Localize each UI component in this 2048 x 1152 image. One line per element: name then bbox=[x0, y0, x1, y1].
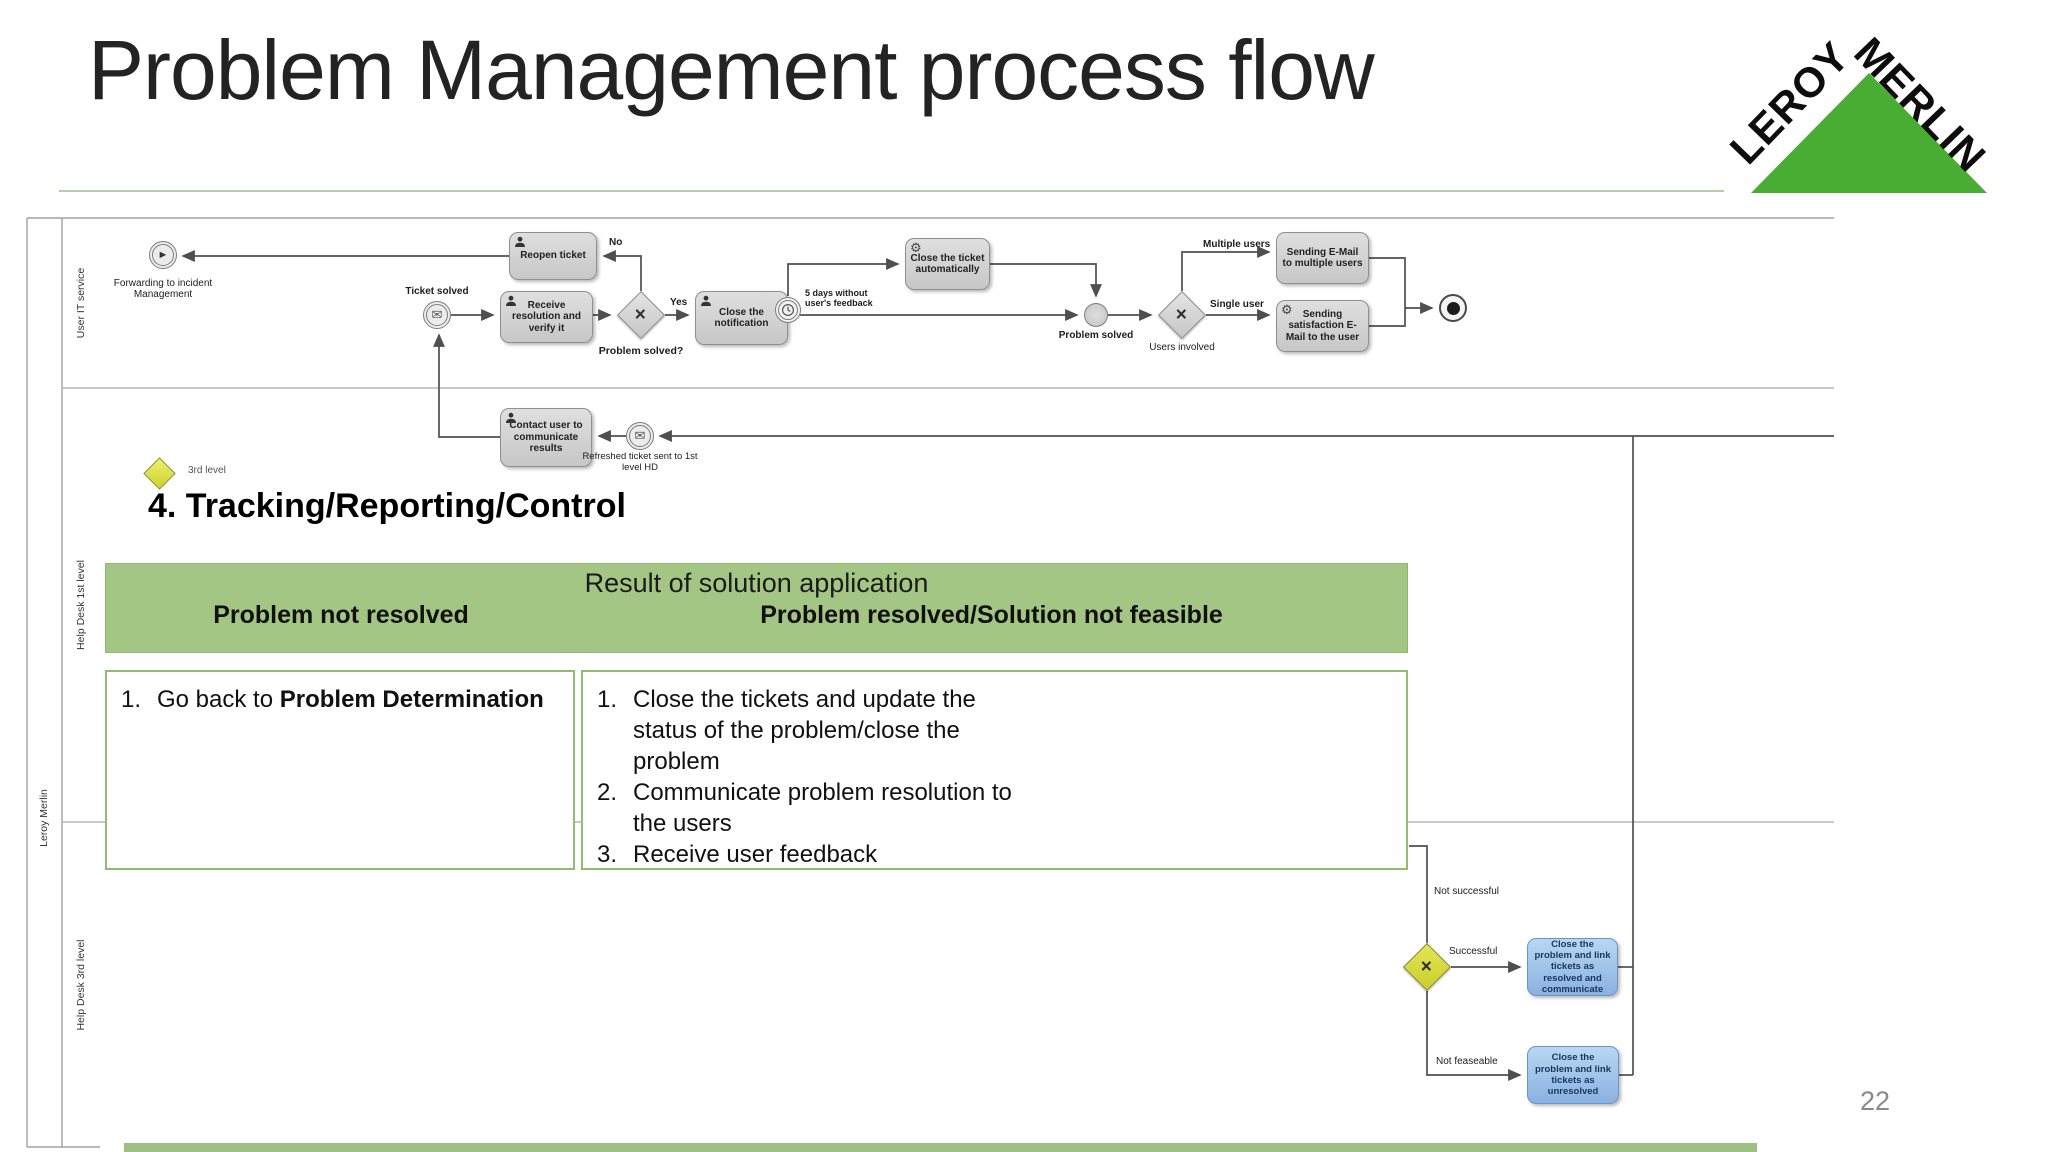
gateway-users-involved: × bbox=[1157, 290, 1207, 340]
bottom-accent-bar bbox=[124, 1143, 1757, 1152]
item-number: 1. bbox=[121, 686, 142, 713]
gateway-problem-solved: × bbox=[616, 290, 666, 340]
five-days-label: 5 days without user's feedback bbox=[805, 288, 873, 309]
user-icon bbox=[505, 412, 517, 427]
table-header: Result of solution application Problem n… bbox=[105, 563, 1408, 653]
refreshed-ticket-label: Refreshed ticket sent to 1st level HD bbox=[582, 451, 698, 473]
problem-solved-label: Problem solved bbox=[1058, 330, 1134, 341]
problem-solved-q-label: Problem solved? bbox=[598, 345, 684, 357]
table-cell-left: 1. Go back to Problem Determination bbox=[105, 670, 575, 870]
ticket-solved-event: ✉ bbox=[423, 301, 451, 329]
item-number: 1. bbox=[597, 686, 618, 713]
lane-label-help-desk-1st: Help Desk 1st level bbox=[75, 560, 87, 650]
list-item: 2. Communicate problem resolution to the… bbox=[597, 777, 1396, 839]
item-text: Receive user feedback bbox=[633, 841, 878, 868]
lane-label-help-desk-3rd: Help Desk 3rd level bbox=[75, 939, 87, 1031]
refreshed-ticket-event: ✉ bbox=[626, 422, 654, 450]
gateway-solution-result: × bbox=[1402, 942, 1452, 992]
multiple-users-label: Multiple users bbox=[1203, 239, 1271, 250]
list-item: 3. Receive user feedback bbox=[597, 839, 1396, 870]
logo-triangle bbox=[1751, 73, 1987, 193]
no-label: No bbox=[609, 237, 623, 248]
yes-label: Yes bbox=[670, 297, 688, 308]
third-level-marker-icon bbox=[143, 457, 176, 490]
gear-icon: ⚙ bbox=[910, 241, 922, 256]
gear-icon: ⚙ bbox=[1281, 303, 1293, 318]
task-sending-multi: Sending E-Mail to multiple users bbox=[1276, 232, 1369, 284]
forwarding-label: Forwarding to incident Management bbox=[113, 278, 213, 301]
problem-solved-merge-event bbox=[1084, 303, 1108, 327]
list-item: 1. Close the tickets and update the stat… bbox=[597, 684, 1396, 777]
task-close-notification: Close the notification bbox=[695, 291, 788, 345]
not-feasible-label: Not feaseable bbox=[1436, 1056, 1498, 1067]
users-involved-label: Users involved bbox=[1149, 342, 1215, 353]
task-reopen-ticket: Reopen ticket bbox=[509, 232, 597, 280]
task-sending-satisfaction: ⚙ Sending satisfaction E-Mail to the use… bbox=[1276, 300, 1369, 352]
lane-label-user-it-service: User IT service bbox=[75, 267, 87, 339]
column-header-not-resolved: Problem not resolved bbox=[213, 601, 469, 629]
title-divider bbox=[59, 190, 1724, 192]
terminate-dot bbox=[1446, 301, 1460, 315]
item-number: 3. bbox=[597, 841, 618, 868]
end-event bbox=[1439, 294, 1467, 322]
user-icon bbox=[514, 236, 526, 251]
user-icon bbox=[505, 295, 517, 310]
ticket-solved-label: Ticket solved bbox=[405, 286, 469, 297]
successful-label: Successful bbox=[1449, 946, 1498, 957]
table-title: Result of solution application bbox=[584, 568, 929, 598]
user-icon bbox=[700, 295, 712, 310]
timer-event bbox=[775, 297, 801, 323]
page-number: 22 bbox=[1860, 1086, 1891, 1116]
single-user-label: Single user bbox=[1210, 299, 1264, 310]
task-close-unresolved: Close the problem and link tickets as un… bbox=[1527, 1046, 1619, 1104]
task-close-ticket-auto: ⚙ Close the ticket automatically bbox=[905, 238, 990, 290]
list-item: 1. Go back to Problem Determination bbox=[121, 684, 563, 715]
not-successful-label: Not successful bbox=[1434, 886, 1500, 897]
table-cell-right: 1. Close the tickets and update the stat… bbox=[581, 670, 1408, 870]
pool-label: Leroy Merlin bbox=[38, 789, 50, 847]
task-contact-user: Contact user to communicate results bbox=[500, 408, 592, 467]
forwarding-event: ► bbox=[149, 241, 177, 269]
page-title: Problem Management process flow bbox=[88, 23, 1375, 117]
item-text: Communicate problem resolution to the us… bbox=[633, 779, 1012, 837]
item-text: Close the tickets and update the status … bbox=[633, 686, 976, 775]
item-number: 2. bbox=[597, 779, 618, 806]
item-text: Go back to Problem Determination bbox=[157, 686, 544, 713]
task-receive-resolution: Receive resolution and verify it bbox=[500, 291, 593, 343]
task-close-resolved: Close the problem and link tickets as re… bbox=[1527, 938, 1618, 996]
column-header-resolved: Problem resolved/Solution not feasible bbox=[760, 601, 1223, 629]
third-level-label: 3rd level bbox=[188, 465, 226, 476]
section-heading: 4. Tracking/Reporting/Control bbox=[148, 487, 626, 525]
